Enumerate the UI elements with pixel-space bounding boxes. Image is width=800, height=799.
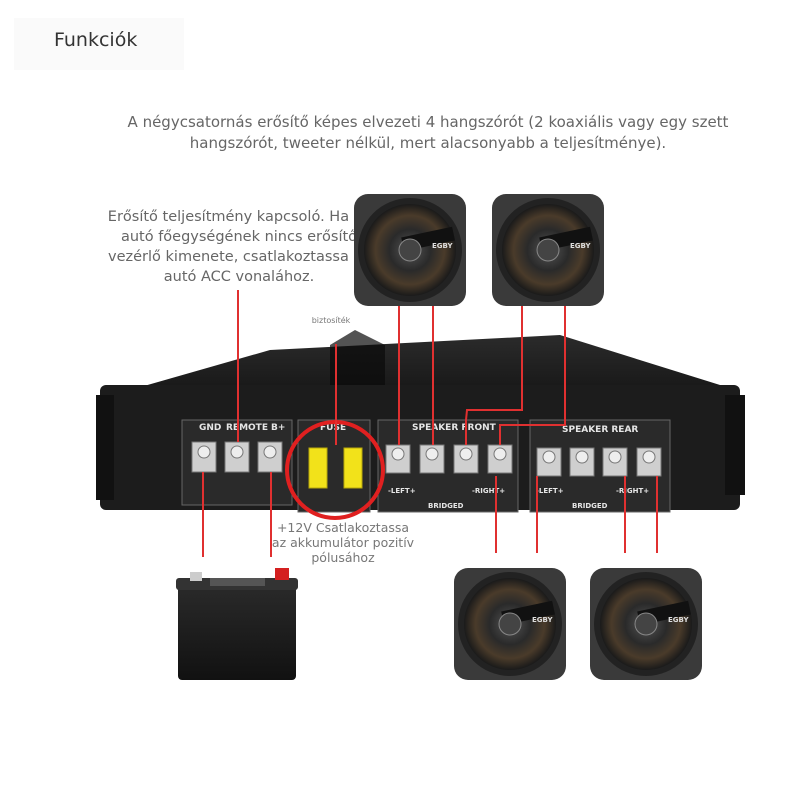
rear-right-label: -RIGHT+ (616, 487, 649, 495)
bridged-rear-label: BRIDGED (572, 502, 608, 510)
gnd-label: GND (199, 423, 221, 433)
front-left-label: -LEFT+ (388, 487, 416, 495)
power-switch-note: Erősítő teljesítmény kapcsoló. Ha az aut… (107, 209, 371, 285)
intro-text: A négycsatornás erősítő képes elvezeti 4… (127, 113, 729, 152)
fuse-right (343, 447, 363, 489)
bplus-label: B+ (271, 423, 285, 433)
speaker-brand-logo: EGBY (570, 242, 591, 250)
battery-positive-terminal (275, 568, 289, 580)
speaker-brand-logo: EGBY (432, 242, 453, 250)
speaker-rear-right: EGBY (590, 568, 702, 680)
speaker-front-right: EGBY (492, 194, 604, 306)
fuse-left (308, 447, 328, 489)
rear-left-label: -LEFT+ (536, 487, 564, 495)
page-title: Funkciók (14, 18, 184, 70)
speaker-front-label: SPEAKER FRONT (412, 423, 497, 433)
speaker-brand-logo: EGBY (668, 616, 689, 624)
speaker-front-left: EGBY (354, 194, 466, 306)
power-terminals (191, 441, 283, 473)
front-right-label: -RIGHT+ (472, 487, 505, 495)
fuse-block-label: FUSE (320, 423, 346, 433)
speaker-rear-label: SPEAKER REAR (562, 425, 638, 435)
amplifier: GND REMOTE B+ FUSE SPEAKER FRONT SPEAKER… (96, 330, 745, 520)
remote-label: REMOTE (226, 423, 268, 433)
speaker-brand-logo: EGBY (532, 616, 553, 624)
bridged-front-label: BRIDGED (428, 502, 464, 510)
fuse-label: biztosíték (311, 316, 351, 325)
speakers: EGBY EGBY EGBY EGBY (354, 194, 702, 680)
speaker-rear-left: EGBY (454, 568, 566, 680)
battery-connection-note: +12V Csatlakoztassa az akkumulátor pozit… (271, 520, 415, 565)
battery (168, 557, 303, 682)
battery-negative-terminal (190, 572, 202, 581)
